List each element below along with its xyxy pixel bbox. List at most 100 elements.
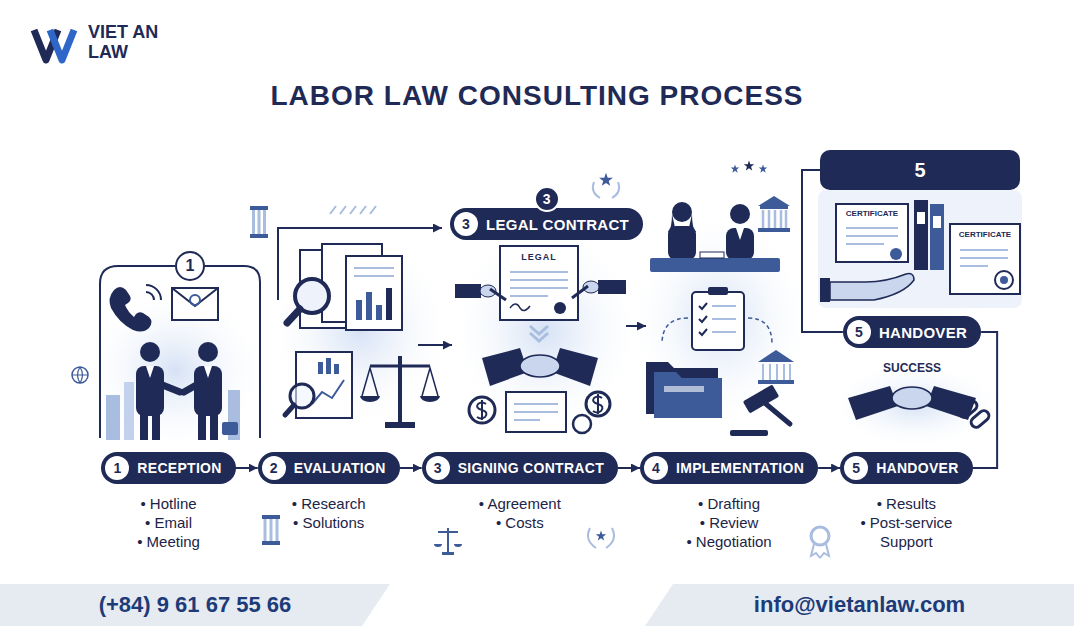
reception-illustration-part: [204, 366, 212, 378]
contract-illustration-part: [626, 325, 646, 327]
step-pill: 2EVALUATION• Research• Solutions: [258, 452, 400, 484]
bullet-item: • Email: [101, 513, 235, 532]
bottom-decoration-part: [434, 544, 462, 547]
step-number: 4: [644, 456, 668, 480]
implementation-illustration-part: [654, 372, 722, 418]
implementation-illustration-part: [748, 318, 772, 344]
logo-text: VIET AN LAW: [88, 22, 168, 62]
handover-illustration-part: [848, 386, 898, 420]
implementation-illustration-part: [758, 228, 790, 232]
step-pill: 5HANDOVER• Results• Post-service Support: [840, 452, 973, 484]
implementation-illustration-part: [664, 386, 704, 392]
step-number: 5: [844, 456, 868, 480]
title: LABOR LAW CONSULTING PROCESS: [0, 80, 1074, 112]
handover-illustration-part: [969, 409, 991, 430]
reception-illustration-part: [172, 288, 218, 320]
contract-illustration-part: [598, 280, 626, 294]
background-glow-part: [80, 285, 270, 455]
flow-connector: [618, 467, 640, 469]
handover-illustration-part: [933, 216, 941, 228]
step-label: EVALUATION: [294, 460, 386, 476]
step-label: LEGAL CONTRACT: [486, 216, 629, 233]
handover-illustration-part: [960, 250, 1008, 266]
handover-illustration-part: [836, 204, 908, 262]
step-number: 2: [262, 456, 286, 480]
implementation-illustration-part: [730, 204, 750, 224]
step-tab: 5: [820, 150, 1020, 190]
bullet-item: • Results: [840, 494, 973, 513]
implementation-illustration-part: [672, 202, 692, 222]
implementation-illustration-part: [744, 161, 754, 171]
reception-illustration-part: [140, 412, 148, 440]
implementation-illustration-part: [662, 318, 688, 344]
evaluation-illustration-part: [258, 210, 261, 234]
evaluation-illustration-part: [346, 256, 402, 330]
evaluation-illustration-part: [366, 292, 372, 320]
evaluation-illustration-part: [418, 344, 452, 346]
step-number: 3: [426, 456, 450, 480]
implementation-illustration-part: [763, 364, 790, 380]
implementation-illustration-part: [763, 210, 786, 228]
handover-illustration-part: [820, 278, 830, 302]
evaluation-illustration-part: [326, 358, 331, 374]
contract-illustration-part: [455, 284, 481, 298]
contract-illustration-part: [554, 302, 566, 314]
reception-illustration-part: [140, 342, 160, 362]
contract-illustration-part: [586, 392, 610, 416]
bullet-list: • Drafting• Review• Negotiation: [640, 494, 818, 551]
evaluation-illustration-part: [252, 210, 255, 234]
handover-illustration: [818, 190, 1022, 429]
implementation-illustration-part: [758, 350, 794, 362]
reception-illustration-part: [124, 382, 134, 440]
implementation-illustration-part: [760, 206, 788, 209]
flow-connector: [802, 170, 843, 332]
implementation-illustration-part: [736, 228, 744, 240]
reception-illustration-part: [146, 285, 161, 300]
implementation-illustration-part: [692, 292, 744, 350]
implementation-illustration-part: [766, 404, 790, 424]
bottom-decoration-part: [588, 528, 614, 548]
handover-illustration-part: [950, 224, 1020, 294]
implementation-illustration-part: [759, 165, 768, 173]
handover-illustration-part: [818, 190, 1022, 308]
step-number: 3: [454, 212, 478, 236]
logo-icon-part: [50, 30, 74, 60]
contract-illustration-part: [593, 182, 619, 198]
reception-illustration-part: [184, 384, 198, 392]
bullet-item: • Drafting: [640, 494, 818, 513]
step-badge: 3: [534, 186, 560, 212]
background-glow: [80, 160, 1030, 455]
bullet-item: • Costs: [422, 513, 618, 532]
step-label: HANDOVER: [879, 324, 967, 341]
reception-illustration: [72, 266, 260, 440]
handover-illustration-part: [914, 200, 928, 270]
bottom-decoration-part: [262, 541, 280, 545]
implementation-illustration-part: [712, 306, 736, 332]
band-shape: [0, 584, 390, 626]
reception-illustration-part: [222, 422, 238, 435]
background-glow-part: [625, 210, 815, 430]
implementation-illustration-part: [726, 228, 754, 260]
evaluation-illustration-part: [360, 396, 440, 402]
flow-connector: [236, 467, 258, 469]
logo-icon: [34, 30, 74, 60]
implementation-illustration-part: [668, 226, 696, 260]
evaluation-illustration-part: [354, 268, 394, 276]
bullet-list: • Results• Post-service Support: [840, 494, 973, 551]
implementation-illustration-part: [731, 165, 740, 173]
implementation-illustration-part: [650, 258, 780, 272]
bullet-list: • Research• Solutions: [258, 494, 400, 532]
evaluation-illustration-part: [370, 365, 430, 368]
contract-illustration-part: [510, 304, 530, 311]
reception-illustration-part: [106, 395, 120, 440]
contact-text: (+84) 9 61 67 55 66: [99, 592, 292, 618]
evaluation-illustration-part: [318, 362, 323, 374]
reception-illustration-part: [198, 342, 218, 362]
contract-illustration-part: [500, 246, 578, 320]
contract-illustration-part: [573, 415, 591, 433]
contract-illustration-part: [572, 286, 588, 298]
step-pill: 5HANDOVER: [843, 316, 981, 348]
handover-illustration-part: [930, 204, 944, 270]
reception-illustration-part: [152, 412, 160, 440]
bullet-item: • Research: [258, 494, 400, 513]
